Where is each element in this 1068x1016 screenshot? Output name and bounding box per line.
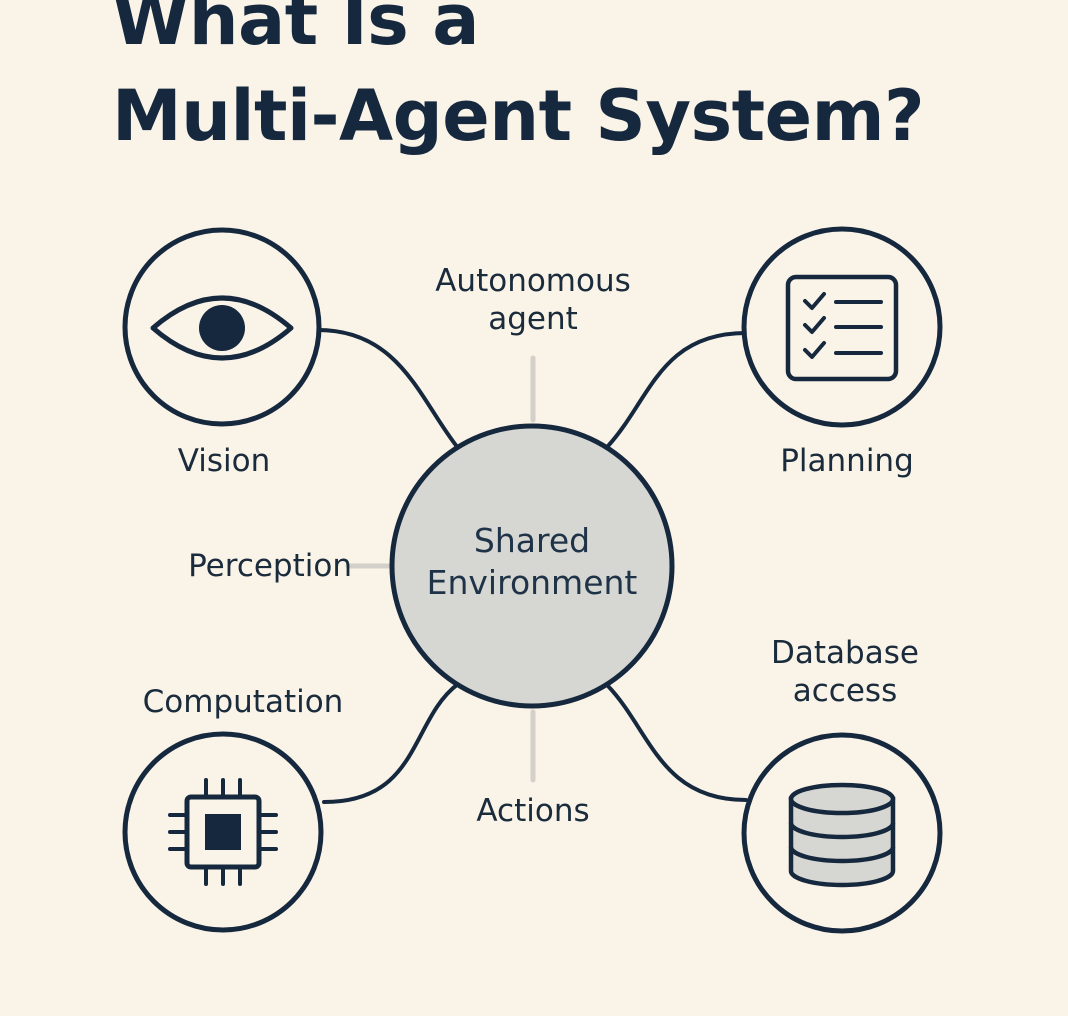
computation-node (122, 731, 324, 933)
page-title: What Is a Multi-Agent System? (112, 0, 1052, 164)
database-access-label: Database access (735, 634, 955, 710)
shared-environment-label: Shared Environment (395, 520, 669, 604)
database-access-line-2: access (792, 673, 898, 709)
shared-environment-node (389, 423, 675, 709)
center-label-line-1: Shared (473, 521, 591, 560)
autonomous-agent-line-2: agent (488, 301, 578, 337)
autonomous-agent-line-1: Autonomous (435, 263, 631, 299)
database-icon (788, 782, 896, 888)
planning-label: Planning (780, 443, 914, 479)
connector-database (606, 684, 748, 802)
planning-node (741, 226, 943, 428)
autonomous-agent-label: Autonomous agent (413, 262, 653, 338)
vision-node (122, 227, 322, 427)
cpu-chip-icon (168, 778, 278, 886)
database-node (741, 732, 943, 934)
title-line-1: What Is a (112, 0, 479, 61)
database-access-line-1: Database (771, 635, 919, 671)
perception-label: Perception (188, 548, 352, 584)
computation-label: Computation (142, 684, 344, 720)
checklist-icon (785, 274, 899, 382)
center-label-line-2: Environment (426, 563, 638, 602)
connector-vision (316, 328, 460, 450)
title-line-2: Multi-Agent System? (112, 75, 925, 157)
connector-computation (322, 682, 460, 804)
eye-icon (150, 295, 294, 361)
actions-label: Actions (476, 793, 590, 829)
vision-label: Vision (177, 443, 271, 479)
connector-planning (606, 331, 748, 448)
